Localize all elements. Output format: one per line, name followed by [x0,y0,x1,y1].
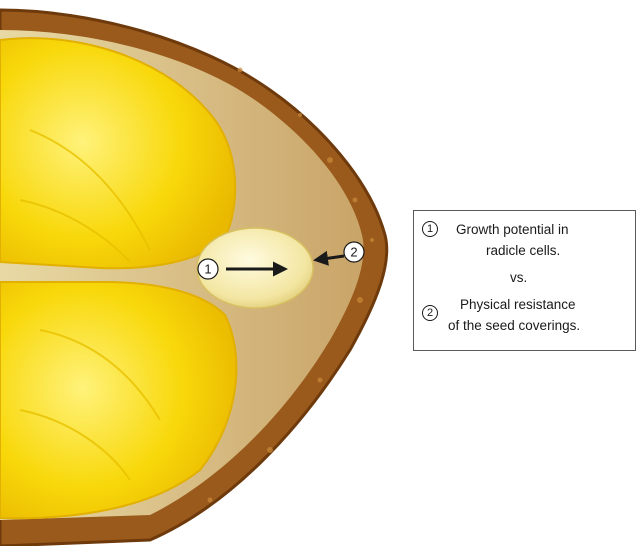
legend-separator: vs. [510,271,527,285]
legend-item1-line2: radicle cells. [486,244,560,258]
legend-item1-number: 1 [422,221,438,237]
radicle-marker-number: 1 [204,262,211,277]
legend-item2-line1: Physical resistance [460,298,576,312]
legend-item2-line2: of the seed coverings. [448,319,580,333]
legend-item1-line1: Growth potential in [456,223,569,237]
coat-marker-number: 2 [350,245,357,260]
legend-box: 1 Growth potential in radicle cells. vs.… [413,210,636,351]
legend-item2-number: 2 [422,305,438,321]
